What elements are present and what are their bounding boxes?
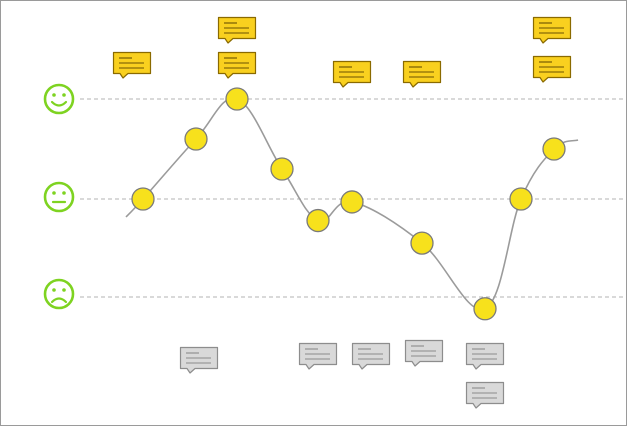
touchpoint-7[interactable]	[410, 231, 434, 255]
touchpoint-4[interactable]	[270, 157, 294, 181]
positive-comment-6-1[interactable]	[332, 60, 372, 88]
positive-comment-7-1[interactable]	[402, 60, 442, 88]
negative-comment-8-2[interactable]	[465, 381, 505, 409]
positive-comments	[112, 16, 572, 88]
smiley-sad-icon	[43, 278, 75, 310]
negative-comment-8-1[interactable]	[465, 342, 505, 370]
positive-comment-3-2[interactable]	[217, 51, 257, 79]
touchpoint-1[interactable]	[131, 187, 155, 211]
positive-comment-3-1[interactable]	[217, 16, 257, 44]
touchpoint-9[interactable]	[509, 187, 533, 211]
negative-comment-2-1[interactable]	[179, 346, 219, 374]
smiley-neutral-icon	[43, 181, 75, 213]
touchpoint-markers	[131, 87, 566, 321]
mood-scale	[43, 83, 75, 310]
touchpoint-6[interactable]	[340, 190, 364, 214]
smiley-happy-icon	[43, 83, 75, 115]
negative-comment-7-1[interactable]	[404, 339, 444, 367]
touchpoint-8[interactable]	[473, 297, 497, 321]
touchpoint-2[interactable]	[184, 127, 208, 151]
positive-comment-10-1[interactable]	[532, 16, 572, 44]
positive-comment-1-1[interactable]	[112, 51, 152, 79]
positive-comment-10-2[interactable]	[532, 55, 572, 83]
negative-comments	[179, 339, 505, 409]
touchpoint-10[interactable]	[542, 137, 566, 161]
touchpoint-5[interactable]	[306, 208, 330, 233]
touchpoint-3[interactable]	[225, 87, 249, 111]
negative-comment-6-1[interactable]	[351, 342, 391, 370]
negative-comment-5-1[interactable]	[298, 342, 338, 370]
